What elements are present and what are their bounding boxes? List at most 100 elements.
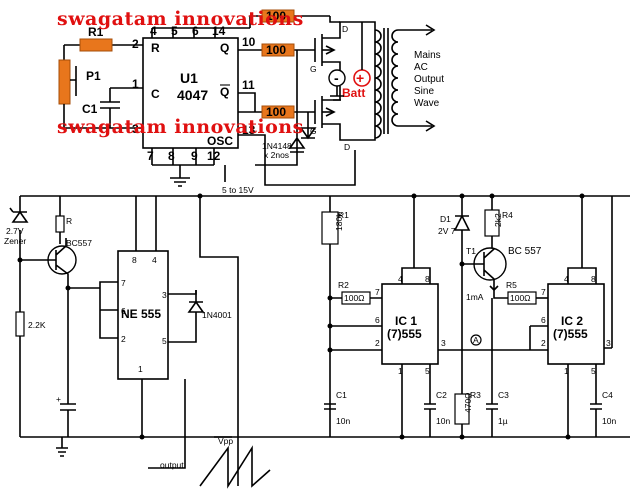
- ic1-name: IC 1: [395, 314, 417, 328]
- c3-value: 1µ: [498, 416, 508, 426]
- u1-pin10-num: 10: [242, 35, 256, 49]
- ic2-input-leads: [529, 325, 548, 350]
- diode-protect-2: [299, 112, 317, 140]
- d1-zener: [453, 196, 471, 394]
- ic2-pin1: 1: [564, 366, 569, 376]
- u1-pin11-num: 11: [242, 78, 255, 92]
- u1-top-bus: [151, 27, 250, 38]
- mains-label-line4: Sine: [414, 86, 434, 97]
- r22k-label: 2.2K: [28, 320, 46, 330]
- p1-wiper: [70, 66, 77, 96]
- mains-label-line1: Mains: [414, 50, 441, 61]
- batt-minus-sign: -: [334, 70, 339, 86]
- left-ground: [56, 437, 68, 457]
- supply-label: 5 to 15V: [222, 185, 254, 195]
- u1-osc-feedback: [238, 134, 356, 186]
- r2-label: R2: [338, 280, 349, 290]
- res-q: [261, 43, 295, 57]
- c1-10n-plates: [324, 403, 336, 410]
- c1-10n-label: C1: [336, 390, 347, 400]
- ic1-pin8: 8: [425, 274, 430, 284]
- diode-1n4001-leads: [168, 290, 197, 343]
- ne555-pin3: 3: [162, 290, 167, 300]
- left-ne555-section: 2.7V Zener R BC557 2.2K + NE 555 8 4 7 6…: [4, 196, 271, 489]
- batt-ground: [330, 86, 344, 101]
- ne555-timing-leads: [68, 281, 118, 339]
- ic1-part: (7)555: [387, 327, 422, 341]
- bc557-label: BC557: [66, 238, 92, 248]
- c1-plates: [100, 101, 120, 109]
- mains-label-line5: Wave: [414, 98, 440, 109]
- r5-label: R5: [506, 280, 517, 290]
- ic1-pin1: 1: [398, 366, 403, 376]
- r3-label: R3: [470, 390, 481, 400]
- c2-label: C2: [436, 390, 447, 400]
- ne555-body: [117, 250, 169, 380]
- c4-label: C4: [602, 390, 613, 400]
- ic1-supply: [401, 196, 431, 284]
- r-label: R: [66, 216, 72, 226]
- diode-to-bus: [255, 152, 298, 166]
- ne555-pin6: 6: [121, 306, 126, 316]
- u1-pin13-num: 13: [242, 123, 256, 137]
- c1-wires: [109, 87, 143, 128]
- u1-pin-c-label: C: [151, 87, 160, 101]
- batt-plus-sign: +: [356, 70, 364, 86]
- ic1-pin7: 7: [375, 287, 380, 297]
- ic2-name: IC 2: [561, 314, 583, 328]
- r3-value: 470Ω: [463, 392, 473, 413]
- t1-part: BC 557: [508, 246, 542, 257]
- batt-label: Batt: [342, 86, 365, 100]
- ic1-bottom-leads: [401, 364, 431, 437]
- r1-180k-resistor: [321, 211, 339, 245]
- t1-label: T1: [466, 246, 476, 256]
- c4-value: 10n: [602, 416, 616, 426]
- transformer-secondary-coil: [391, 29, 399, 127]
- transformer-primary-coil: [374, 29, 382, 139]
- u1-part: 4047: [177, 87, 208, 103]
- ic1-pin2: 2: [375, 338, 380, 348]
- c2-value: 10n: [436, 416, 450, 426]
- diode-note-2: x 2nos: [264, 150, 289, 160]
- watermark-middle: swagatam innovations: [57, 116, 304, 138]
- vpp-path: [199, 196, 239, 486]
- ic2-pin6: 6: [541, 315, 546, 325]
- r1-resistor: [79, 38, 113, 52]
- ne555-pin1: 1: [138, 364, 143, 374]
- r4-resistor: [484, 209, 500, 237]
- c2-10n: [424, 392, 436, 437]
- u1-ic-body: [142, 37, 239, 149]
- diode-note-1: 1N4148: [262, 141, 292, 151]
- ic1-pin4: 4: [398, 274, 403, 284]
- p1-label: P1: [86, 69, 101, 83]
- bc557-leads: [20, 238, 69, 288]
- sawtooth-wave: [199, 445, 271, 489]
- res-q-label: 100: [266, 43, 286, 57]
- ic2-pin5: 5: [591, 366, 596, 376]
- r1-wires: [63, 44, 143, 60]
- mains-label-line3: Output: [414, 74, 444, 85]
- mosfet-upper-d-label: D: [342, 24, 348, 34]
- u1-pin1-num: 1: [132, 77, 139, 91]
- u1-bottom-bus: [151, 148, 215, 166]
- ic2-supply: [567, 196, 597, 284]
- ic1-pin3: 3: [441, 338, 446, 348]
- zener-label-1: 2.7V: [6, 226, 24, 236]
- u1-pin7-num: 7: [147, 149, 154, 163]
- u1-pin8-num: 8: [168, 149, 175, 163]
- ic2-pin2: 2: [541, 338, 546, 348]
- u1-pin-qbar-label: Q: [220, 85, 229, 99]
- ic2-part: (7)555: [553, 327, 588, 341]
- mains-label-line2: AC: [414, 62, 428, 73]
- ne555-pin7: 7: [121, 278, 126, 288]
- ic2-pin8: 8: [591, 274, 596, 284]
- timing-cap-plus: +: [56, 394, 61, 404]
- t1-current: 1mA: [466, 292, 484, 302]
- r5-value: 100Ω: [510, 293, 531, 303]
- zener-label-2: Zener: [4, 236, 26, 246]
- transformer-primary-lead: [362, 21, 376, 141]
- res-top-label: 100: [266, 9, 286, 23]
- ic2-bottom-and-c4: [567, 364, 602, 437]
- c3-1u: [486, 298, 498, 437]
